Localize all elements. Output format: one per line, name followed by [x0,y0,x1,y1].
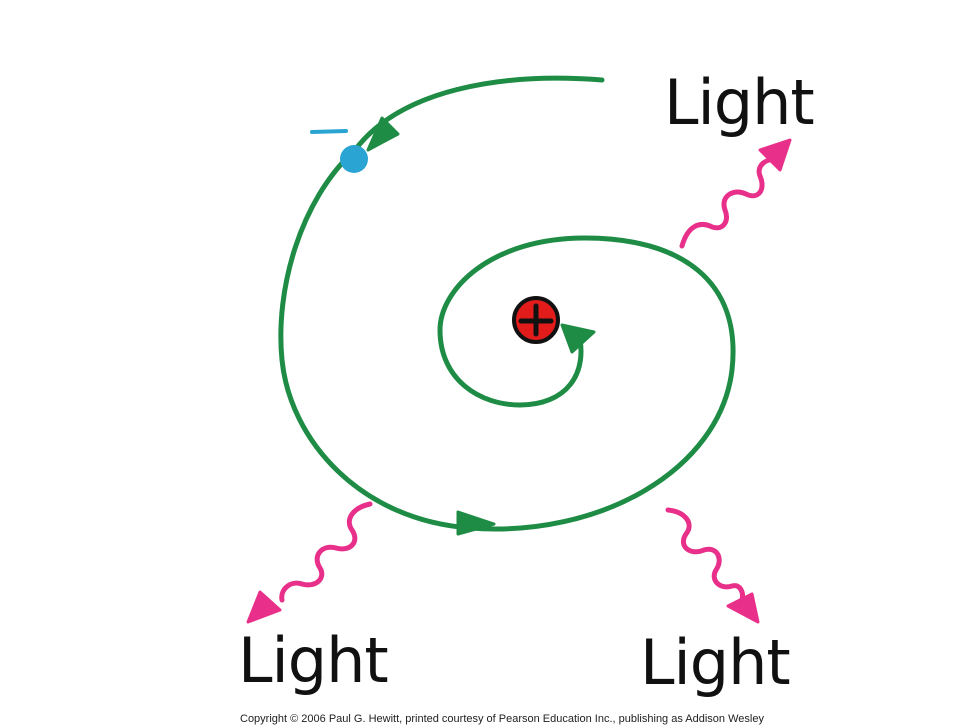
spiral-arrowhead-top [366,116,400,152]
light-wave-bottom-right [665,507,745,603]
light-wave-arrowhead-top-right [758,138,792,172]
light-label-bottom-left: Light [238,624,388,697]
copyright-notice: Copyright © 2006 Paul G. Hewitt, printed… [240,713,764,725]
light-wave-top-right [679,157,779,249]
electron-icon [340,145,368,173]
electron-spiral-path [278,75,736,532]
electron-minus-sign [310,129,348,134]
light-wave-arrowhead-bottom-left [246,590,282,624]
light-label-bottom-right: Light [640,626,790,699]
spiral-arrowhead-center [560,323,596,354]
light-wave-bottom-left [279,501,373,603]
spiral-arrowhead-bottom [456,510,496,536]
light-label-top-right: Light [664,66,814,139]
light-wave-arrowhead-bottom-right [726,592,760,624]
